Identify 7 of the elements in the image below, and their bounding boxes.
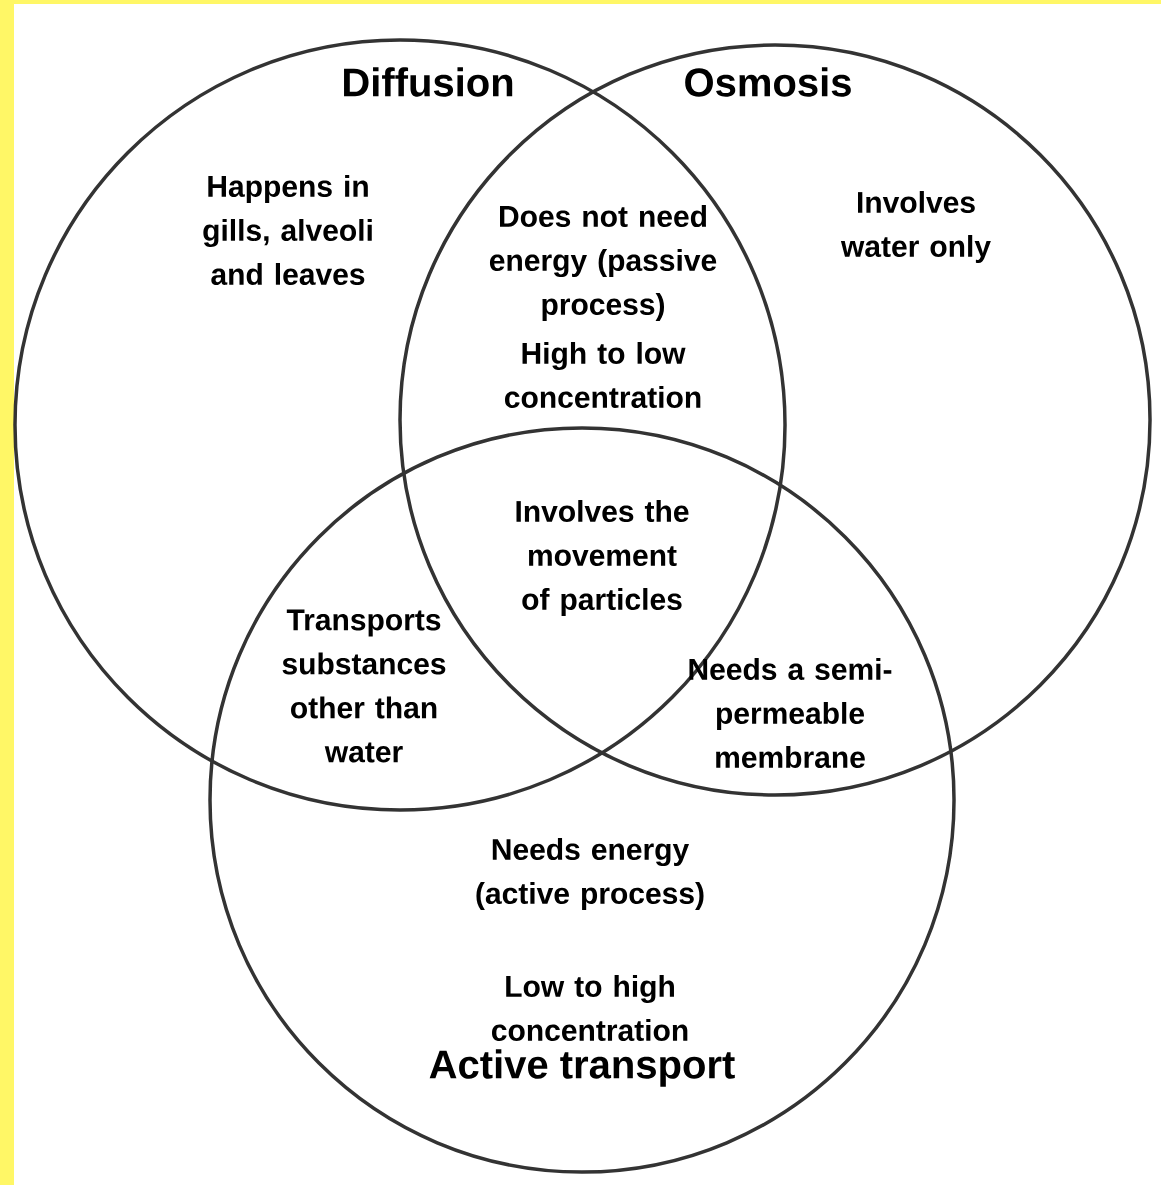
- region-text: High to low concentration: [505, 342, 701, 408]
- region-text: Does not need energy (passive process): [489, 205, 717, 321]
- region-text: Low to high concentration: [492, 975, 688, 1042]
- region-text: Needs energy (active process): [476, 838, 704, 910]
- region-text: Involves water only: [840, 191, 991, 263]
- region-text: Happens in gills, alveoli and leaves: [203, 175, 372, 285]
- region-text: Involves the movement of particles: [516, 500, 689, 616]
